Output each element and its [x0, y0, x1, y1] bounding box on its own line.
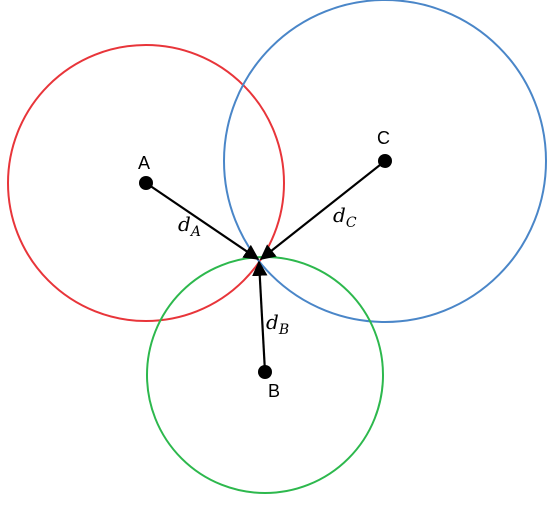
distance-label-a-base: d	[178, 212, 191, 236]
distance-label-b: dB	[266, 310, 289, 338]
distance-label-c-base: d	[333, 203, 346, 227]
anchor-point-a	[139, 176, 153, 190]
distance-line-a	[145, 182, 260, 260]
distance-label-c-sub: C	[346, 215, 357, 231]
distance-label-b-base: d	[266, 310, 279, 334]
circle-a	[7, 44, 285, 322]
distance-label-a-sub: A	[189, 224, 201, 240]
anchor-label-c: C	[377, 128, 390, 148]
anchor-point-b	[258, 365, 272, 379]
distance-label-a: dA	[178, 212, 201, 240]
distance-line-b	[252, 260, 268, 373]
anchor-label-b: B	[268, 381, 280, 401]
circle-c	[223, 0, 547, 323]
distance-label-b-sub: B	[278, 322, 289, 338]
anchor-label-a: A	[138, 153, 150, 173]
distance-line-c	[259, 160, 386, 260]
anchor-point-c	[378, 154, 392, 168]
distance-label-c: dC	[333, 203, 357, 231]
